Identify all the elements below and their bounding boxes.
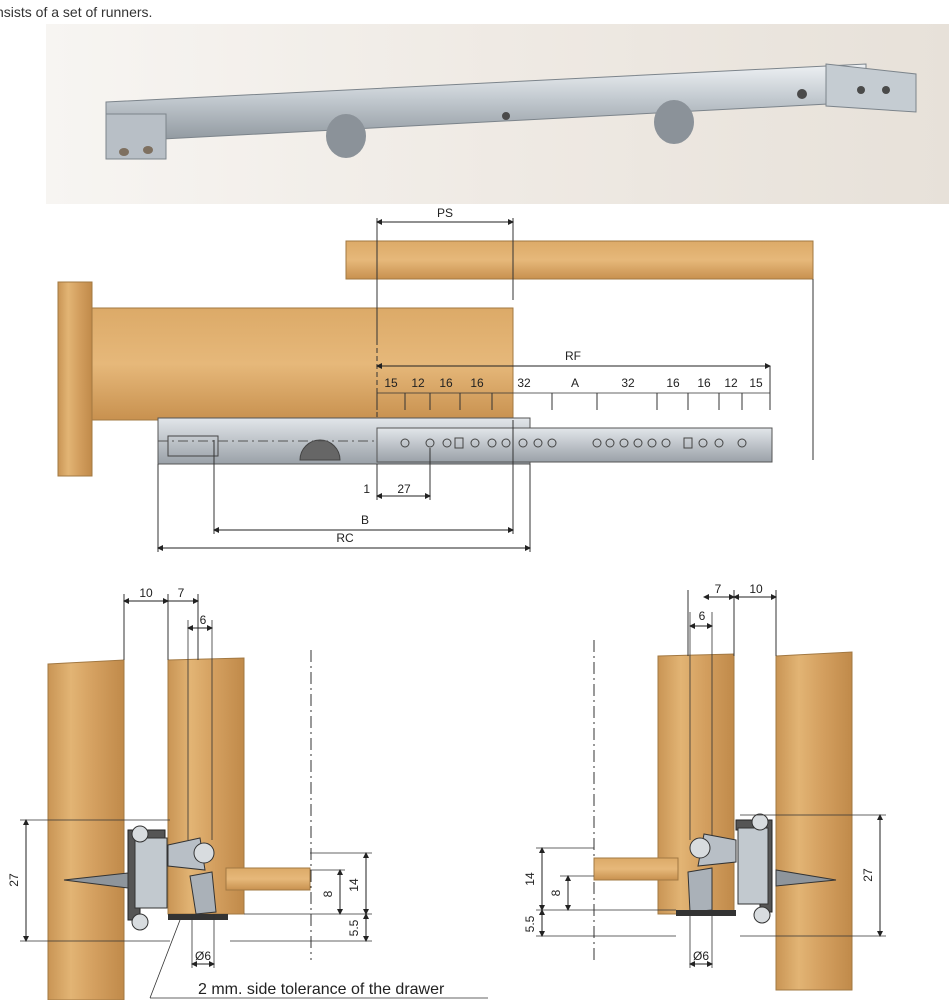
right-dim-5-5: 5.5: [523, 915, 537, 932]
rf-seg-9: 16: [697, 376, 711, 390]
rf-seg-2: 12: [411, 376, 425, 390]
left-dim-6: 6: [200, 613, 207, 627]
label-ps: PS: [437, 206, 453, 220]
rf-seg-4: 16: [470, 376, 484, 390]
top-view: PS RF: [57, 206, 814, 552]
rf-seg-1: 15: [384, 376, 398, 390]
drawer-side: [91, 307, 514, 421]
rf-seg-7: 32: [621, 376, 635, 390]
left-section: 10 7 6 27 14: [7, 586, 488, 1000]
left-dim-10: 10: [139, 586, 153, 600]
runner-photo: [46, 24, 949, 204]
dim-1: 1: [363, 482, 370, 496]
rf-seg-3: 16: [439, 376, 453, 390]
rf-seg-8: 16: [666, 376, 680, 390]
rf-seg-11: 15: [749, 376, 763, 390]
right-dim-7: 7: [715, 582, 722, 596]
label-b: B: [361, 513, 369, 527]
right-dim-8: 8: [549, 889, 563, 896]
label-rf: RF: [565, 349, 581, 363]
right-dim-d6: Ø6: [693, 949, 709, 963]
cabinet-top-board: [345, 240, 814, 280]
rf-seg-5: 32: [517, 376, 531, 390]
left-dim-8: 8: [321, 890, 335, 897]
left-dim-14: 14: [347, 878, 361, 892]
left-dim-d6: Ø6: [195, 949, 211, 963]
right-dim-10: 10: [749, 582, 763, 596]
left-dim-27: 27: [7, 873, 21, 887]
left-dim-7: 7: [178, 586, 185, 600]
drawer-front: [57, 281, 93, 477]
drawer-runner: [157, 417, 531, 465]
intro-text: nsists of a set of runners.: [0, 4, 153, 20]
dim-27: 27: [397, 482, 411, 496]
right-dim-6: 6: [699, 609, 706, 623]
right-section: 7 10 6 27 14 8: [523, 582, 886, 991]
rf-seg-6: A: [571, 376, 579, 390]
left-runner-profile: [63, 825, 228, 931]
right-dim-14: 14: [523, 872, 537, 886]
tolerance-note: 2 mm. side tolerance of the drawer: [198, 981, 445, 998]
label-rc: RC: [336, 531, 354, 545]
rf-seg-10: 12: [724, 376, 738, 390]
right-dim-27: 27: [861, 868, 875, 882]
cabinet-runner: [376, 427, 773, 463]
left-dim-5-5: 5.5: [347, 919, 361, 936]
right-runner-profile: [676, 813, 837, 924]
